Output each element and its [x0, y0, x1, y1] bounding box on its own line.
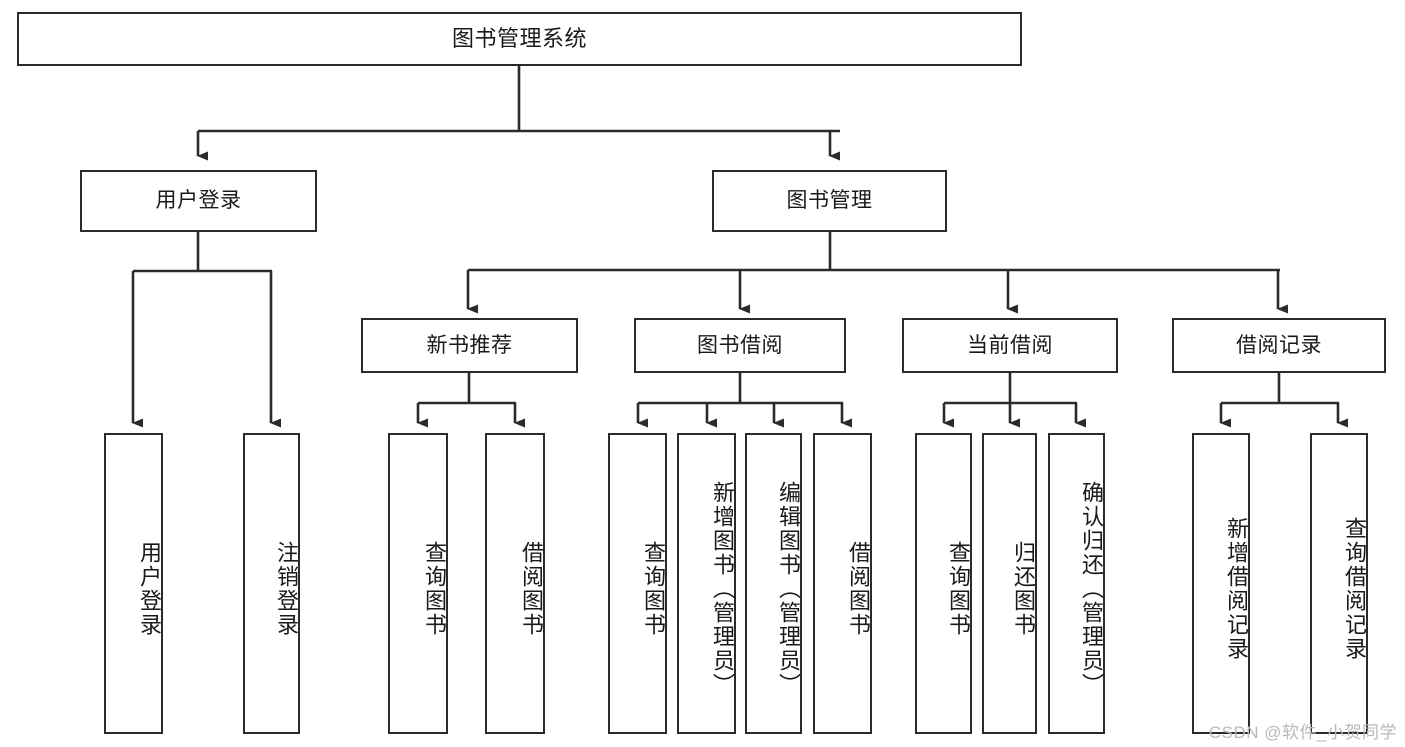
node-label: 借阅记录	[1236, 333, 1322, 357]
node-label: 借阅图书	[519, 540, 544, 637]
node-label: 查询借阅记录	[1342, 516, 1367, 661]
node-label: 借阅图书	[846, 540, 871, 637]
node-leaf-user-login[interactable]: 用户登录	[104, 433, 163, 734]
node-label: 编辑图书（管理员）	[776, 480, 801, 697]
watermark-text: CSDN @软件_小贺同学	[1208, 723, 1397, 742]
node-label: 图书借阅	[697, 333, 783, 357]
node-leaf-logout-login[interactable]: 注销登录	[243, 433, 300, 734]
node-leaf-query-record[interactable]: 查询借阅记录	[1310, 433, 1368, 734]
node-leaf-query-book-3[interactable]: 查询图书	[915, 433, 972, 734]
node-borrow-record[interactable]: 借阅记录	[1172, 318, 1386, 373]
node-label: 图书管理	[786, 189, 873, 213]
node-user-login[interactable]: 用户登录	[80, 170, 317, 232]
node-label: 用户登录	[155, 189, 242, 213]
node-root-book-management-system[interactable]: 图书管理系统	[17, 12, 1022, 66]
node-label: 查询图书	[946, 540, 971, 637]
node-label: 新书推荐	[426, 333, 513, 357]
node-label: 注销登录	[274, 540, 299, 637]
node-label: 归还图书	[1011, 540, 1036, 637]
node-current-borrow[interactable]: 当前借阅	[902, 318, 1118, 373]
node-label: 图书管理系统	[451, 25, 587, 51]
node-leaf-add-record[interactable]: 新增借阅记录	[1192, 433, 1250, 734]
node-label: 用户登录	[137, 540, 162, 637]
node-label: 查询图书	[641, 540, 666, 637]
node-leaf-query-book-1[interactable]: 查询图书	[388, 433, 448, 734]
node-label: 确认归还（管理员）	[1079, 480, 1104, 697]
node-leaf-query-book-2[interactable]: 查询图书	[608, 433, 667, 734]
node-label: 新增图书（管理员）	[710, 480, 735, 697]
node-book-borrow[interactable]: 图书借阅	[634, 318, 846, 373]
node-book-management[interactable]: 图书管理	[712, 170, 947, 232]
node-leaf-borrow-book-2[interactable]: 借阅图书	[813, 433, 872, 734]
node-label: 查询图书	[422, 540, 447, 637]
node-leaf-edit-book[interactable]: 编辑图书（管理员）	[745, 433, 802, 734]
node-leaf-add-book[interactable]: 新增图书（管理员）	[677, 433, 736, 734]
node-leaf-confirm-return[interactable]: 确认归还（管理员）	[1048, 433, 1105, 734]
node-new-book-recommend[interactable]: 新书推荐	[361, 318, 578, 373]
node-label: 当前借阅	[967, 333, 1053, 357]
node-leaf-return-book[interactable]: 归还图书	[982, 433, 1037, 734]
node-leaf-borrow-book-1[interactable]: 借阅图书	[485, 433, 545, 734]
node-label: 新增借阅记录	[1224, 516, 1249, 661]
